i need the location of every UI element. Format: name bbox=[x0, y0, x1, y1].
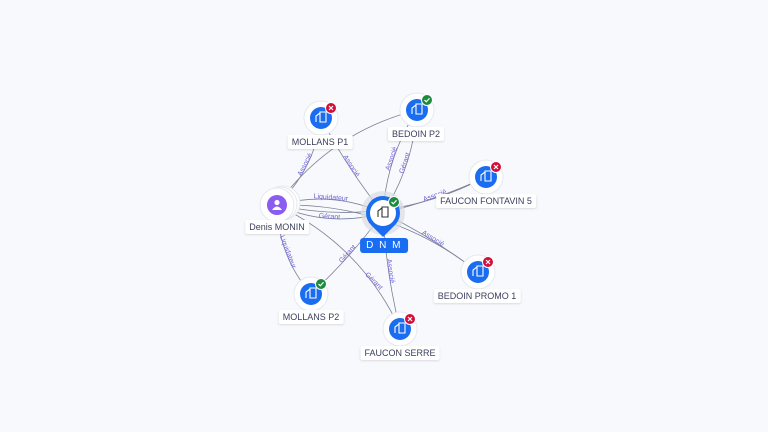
company-node-bpr[interactable] bbox=[460, 254, 496, 290]
company-node-fs[interactable] bbox=[382, 311, 418, 347]
person-node[interactable] bbox=[259, 185, 301, 223]
edge-label: Liquidateur bbox=[278, 235, 297, 270]
building-icon bbox=[315, 111, 327, 123]
edge-label: Liquidateur bbox=[313, 193, 349, 203]
building-icon bbox=[394, 322, 406, 334]
company-node-mp1[interactable] bbox=[303, 100, 339, 136]
edge-label: Associé bbox=[421, 229, 446, 248]
user-icon bbox=[272, 199, 282, 210]
edge-line bbox=[276, 204, 401, 330]
edge-label: Associé bbox=[385, 146, 399, 172]
company-label[interactable]: BEDOIN P2 bbox=[387, 127, 445, 141]
building-icon bbox=[377, 206, 389, 218]
company-label[interactable]: MOLLANS P2 bbox=[278, 310, 344, 324]
company-label[interactable]: BEDOIN PROMO 1 bbox=[433, 289, 521, 303]
closed-badge-icon bbox=[490, 161, 502, 173]
building-icon bbox=[305, 287, 317, 299]
company-label[interactable]: MOLLANS P1 bbox=[287, 135, 353, 149]
closed-badge-icon bbox=[482, 256, 494, 268]
edge-label: Gérant bbox=[364, 271, 384, 291]
closed-badge-icon bbox=[325, 102, 337, 114]
check-badge-icon bbox=[388, 196, 400, 208]
company-node-bp2[interactable] bbox=[399, 92, 435, 128]
building-icon bbox=[411, 103, 423, 115]
check-badge-icon bbox=[421, 94, 433, 106]
company-label[interactable]: FAUCON FONTAVIN 5 bbox=[436, 194, 536, 208]
company-label[interactable]: FAUCON SERRE bbox=[360, 346, 440, 360]
building-icon bbox=[480, 170, 492, 182]
center-label[interactable]: D N M bbox=[360, 238, 408, 253]
edge-label: Gérant bbox=[399, 152, 412, 175]
building-icon bbox=[472, 265, 484, 277]
closed-badge-icon bbox=[404, 313, 416, 325]
edge-label: Associé bbox=[341, 154, 360, 178]
check-badge-icon bbox=[315, 278, 327, 290]
company-node-mp2[interactable] bbox=[293, 276, 329, 312]
edge-label: Associé bbox=[385, 259, 395, 284]
company-node-ff5[interactable] bbox=[468, 159, 504, 195]
edge-label: Associé bbox=[297, 152, 314, 177]
center-node-dnm[interactable] bbox=[361, 191, 405, 237]
edge-label: Gérant bbox=[318, 213, 340, 222]
person-label[interactable]: Denis MONIN bbox=[245, 220, 309, 234]
